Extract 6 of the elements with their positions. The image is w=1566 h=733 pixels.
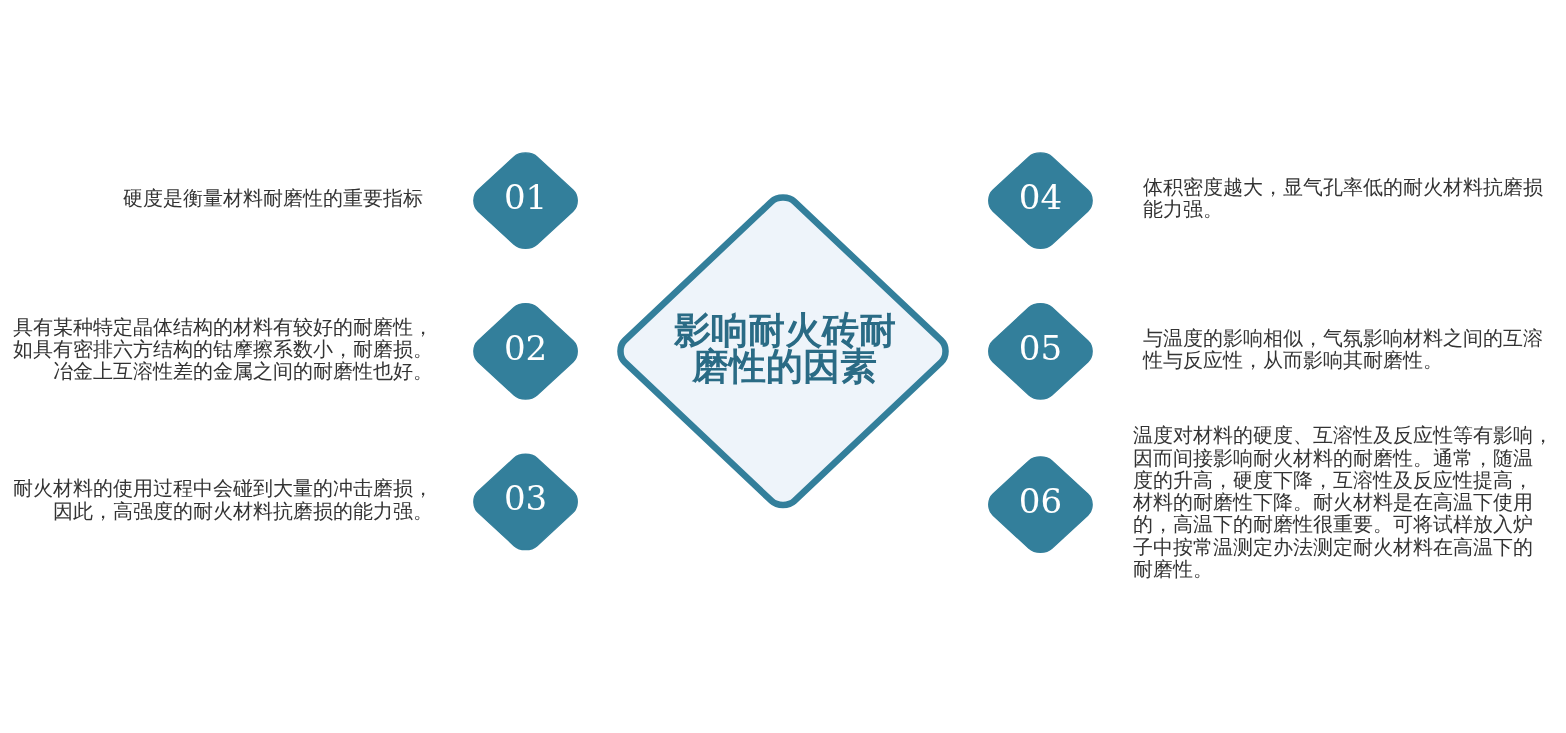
node-label: 温度对材料的硬度、互溶性及反应性等有影响，因而间接影响耐火材料的耐磨性。通常，随温度的升高，硬度下降，互溶性及反应性提高，材料的耐磨性下降。耐火材料是在高温下使用的，高温下的耐磨性很重要。可将试样放入炉子中按常温测定办法测定耐火材料在高温下的耐磨性。: [1133, 423, 1554, 581]
node-label: 硬度是衡量材料耐磨性的重要指标: [123, 186, 424, 210]
node-label: 耐火材料的使用过程中会碰到大量的冲击磨损，因此，高强度的耐火材料抗磨损的能力强。: [12, 476, 433, 523]
node-label: 体积密度越大，显气孔率低的耐火材料抗磨损能力强。: [1142, 175, 1543, 221]
node-label: 具有某种特定晶体结构的材料有较好的耐磨性，如具有密排六方结构的钴摩擦系数小，耐磨损。冶金上互溶性差的金属之间的耐磨性也好。: [12, 315, 433, 383]
node-label: 与温度的影响相似，气氛影响材料之间的互溶性与反应性，从而影响其耐磨性。: [1142, 326, 1543, 372]
